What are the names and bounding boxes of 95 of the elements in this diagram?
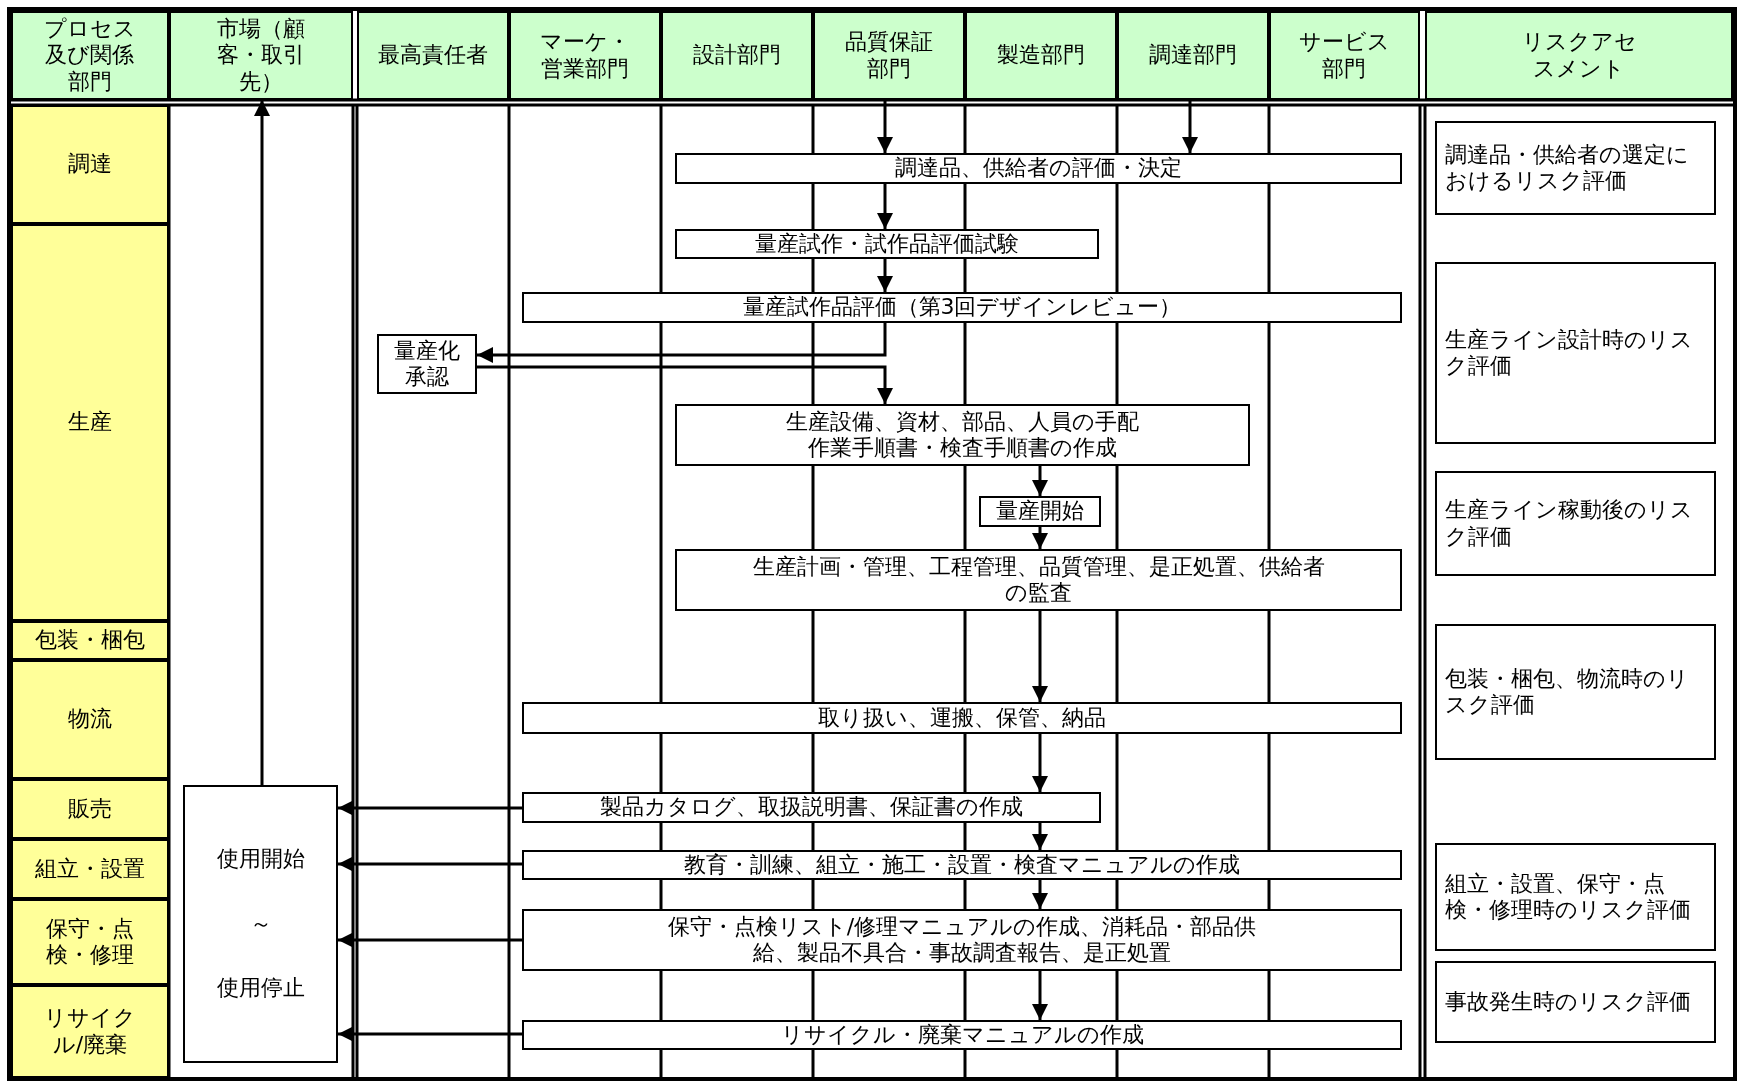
column-title: 市場（顧客・取引先） bbox=[216, 15, 306, 96]
risk-box bbox=[1435, 961, 1716, 1043]
column-title: マーケ・営業部門 bbox=[539, 29, 631, 82]
column-header bbox=[357, 11, 509, 100]
row-header bbox=[11, 899, 169, 985]
risk-text: 包装・梱包、物流時のリスク評価 bbox=[1445, 665, 1690, 719]
column-header bbox=[1117, 11, 1269, 100]
arrow bbox=[1032, 611, 1048, 702]
column-header bbox=[509, 11, 661, 100]
step-text: 生産計画・管理、工程管理、品質管理、是正処置、供給者の監査 bbox=[751, 553, 1326, 607]
risk-text: 生産ライン設計時のリスク評価 bbox=[1445, 326, 1694, 380]
column-title: 最高責任者 bbox=[378, 42, 488, 69]
arrow bbox=[1032, 823, 1048, 850]
risk-box bbox=[1435, 121, 1716, 215]
usage-period-box bbox=[183, 785, 338, 1063]
row-header bbox=[11, 224, 169, 621]
arrow bbox=[338, 932, 522, 948]
column-header bbox=[11, 11, 169, 100]
step-text: 調達品、供給者の評価・決定 bbox=[895, 155, 1182, 182]
column-header bbox=[1425, 11, 1733, 100]
step-text: 量産化承認 bbox=[393, 337, 461, 391]
row-header bbox=[11, 985, 169, 1078]
column-title: 設計部門 bbox=[693, 42, 781, 69]
column-header bbox=[169, 11, 353, 100]
step-text: 取り扱い、運搬、保管、納品 bbox=[818, 704, 1106, 732]
process-name: 包装・梱包 bbox=[35, 627, 145, 654]
row-header bbox=[11, 621, 169, 660]
step-text: 量産試作・試作品評価試験 bbox=[755, 230, 1019, 258]
usage-text: 使用開始 bbox=[216, 846, 305, 873]
risk-box bbox=[1435, 262, 1716, 444]
column-title: 製造部門 bbox=[997, 42, 1085, 69]
column-title: プロセス及び関係部門 bbox=[43, 15, 137, 96]
column-title: リスクアセスメント bbox=[1520, 29, 1638, 82]
process-name: 生産 bbox=[68, 409, 112, 436]
arrow bbox=[1032, 971, 1048, 1020]
process-name: 調達 bbox=[68, 151, 112, 178]
arrow bbox=[477, 323, 887, 363]
risk-text: 組立・設置、保守・点検・修理時のリスク評価 bbox=[1445, 870, 1692, 924]
process-name: 保守・点検・修理 bbox=[45, 915, 135, 969]
process-name: 販売 bbox=[68, 795, 112, 823]
risk-box bbox=[1435, 471, 1716, 576]
step-text: 量産開始 bbox=[996, 498, 1084, 525]
process-name: 組立・設置 bbox=[35, 855, 145, 883]
arrow bbox=[477, 365, 893, 404]
row-header bbox=[11, 105, 169, 224]
process-box bbox=[522, 850, 1402, 880]
arrow bbox=[1032, 466, 1048, 496]
process-box bbox=[522, 702, 1402, 734]
arrow bbox=[338, 800, 522, 816]
process-box bbox=[675, 404, 1250, 466]
process-name: 物流 bbox=[68, 706, 112, 733]
column-header bbox=[965, 11, 1117, 100]
arrow bbox=[338, 856, 522, 872]
arrow bbox=[254, 100, 270, 785]
column-title: 品質保証部門 bbox=[844, 29, 934, 82]
step-text: リサイクル・廃棄マニュアルの作成 bbox=[780, 1021, 1144, 1049]
step-text: 量産試作品評価（第3回デザインレビュー） bbox=[742, 294, 1182, 321]
usage-text: ～ bbox=[249, 910, 272, 938]
risk-text: 調達品・供給者の選定におけるリスク評価 bbox=[1445, 141, 1690, 195]
process-box bbox=[522, 1020, 1402, 1050]
column-header bbox=[661, 11, 813, 100]
process-box bbox=[522, 792, 1101, 823]
risk-text: 生産ライン稼動後のリスク評価 bbox=[1445, 497, 1694, 550]
row-header bbox=[11, 779, 169, 839]
risk-text: 事故発生時のリスク評価 bbox=[1445, 988, 1691, 1016]
step-text: 製品カタログ、取扱説明書、保証書の作成 bbox=[600, 794, 1023, 821]
process-box bbox=[675, 549, 1402, 611]
row-header bbox=[11, 660, 169, 779]
step-text: 教育・訓練、組立・施工・設置・検査マニュアルの作成 bbox=[684, 851, 1240, 879]
arrow bbox=[877, 100, 893, 153]
arrow bbox=[877, 184, 893, 229]
arrow bbox=[877, 259, 893, 292]
arrow bbox=[338, 1026, 522, 1042]
arrow bbox=[1032, 880, 1048, 909]
arrow bbox=[1182, 100, 1198, 153]
process-box bbox=[675, 153, 1402, 184]
column-title: サービス部門 bbox=[1298, 29, 1391, 82]
column-header bbox=[813, 11, 965, 100]
risk-box bbox=[1435, 843, 1716, 951]
arrow bbox=[1032, 734, 1048, 792]
process-box bbox=[522, 909, 1402, 971]
process-name: リサイクル/廃棄 bbox=[43, 1005, 137, 1058]
step-text: 作業手順書・検査手順書の作成 bbox=[808, 435, 1117, 462]
usage-text: 使用停止 bbox=[216, 975, 305, 1002]
column-header bbox=[1269, 11, 1420, 100]
column-title: 調達部門 bbox=[1149, 42, 1237, 69]
process-box bbox=[675, 229, 1099, 259]
row-header bbox=[11, 839, 169, 899]
process-box bbox=[522, 292, 1402, 323]
step-text: 生産設備、資材、部品、人員の手配 bbox=[786, 408, 1139, 435]
risk-box bbox=[1435, 624, 1716, 760]
step-text: 保守・点検リスト/修理マニュアルの作成、消耗品・部品供給、製品不具合・事故調査報告、是正処置 bbox=[666, 913, 1258, 967]
arrow bbox=[1032, 527, 1048, 549]
approval-box bbox=[377, 334, 477, 394]
process-box bbox=[979, 496, 1101, 527]
